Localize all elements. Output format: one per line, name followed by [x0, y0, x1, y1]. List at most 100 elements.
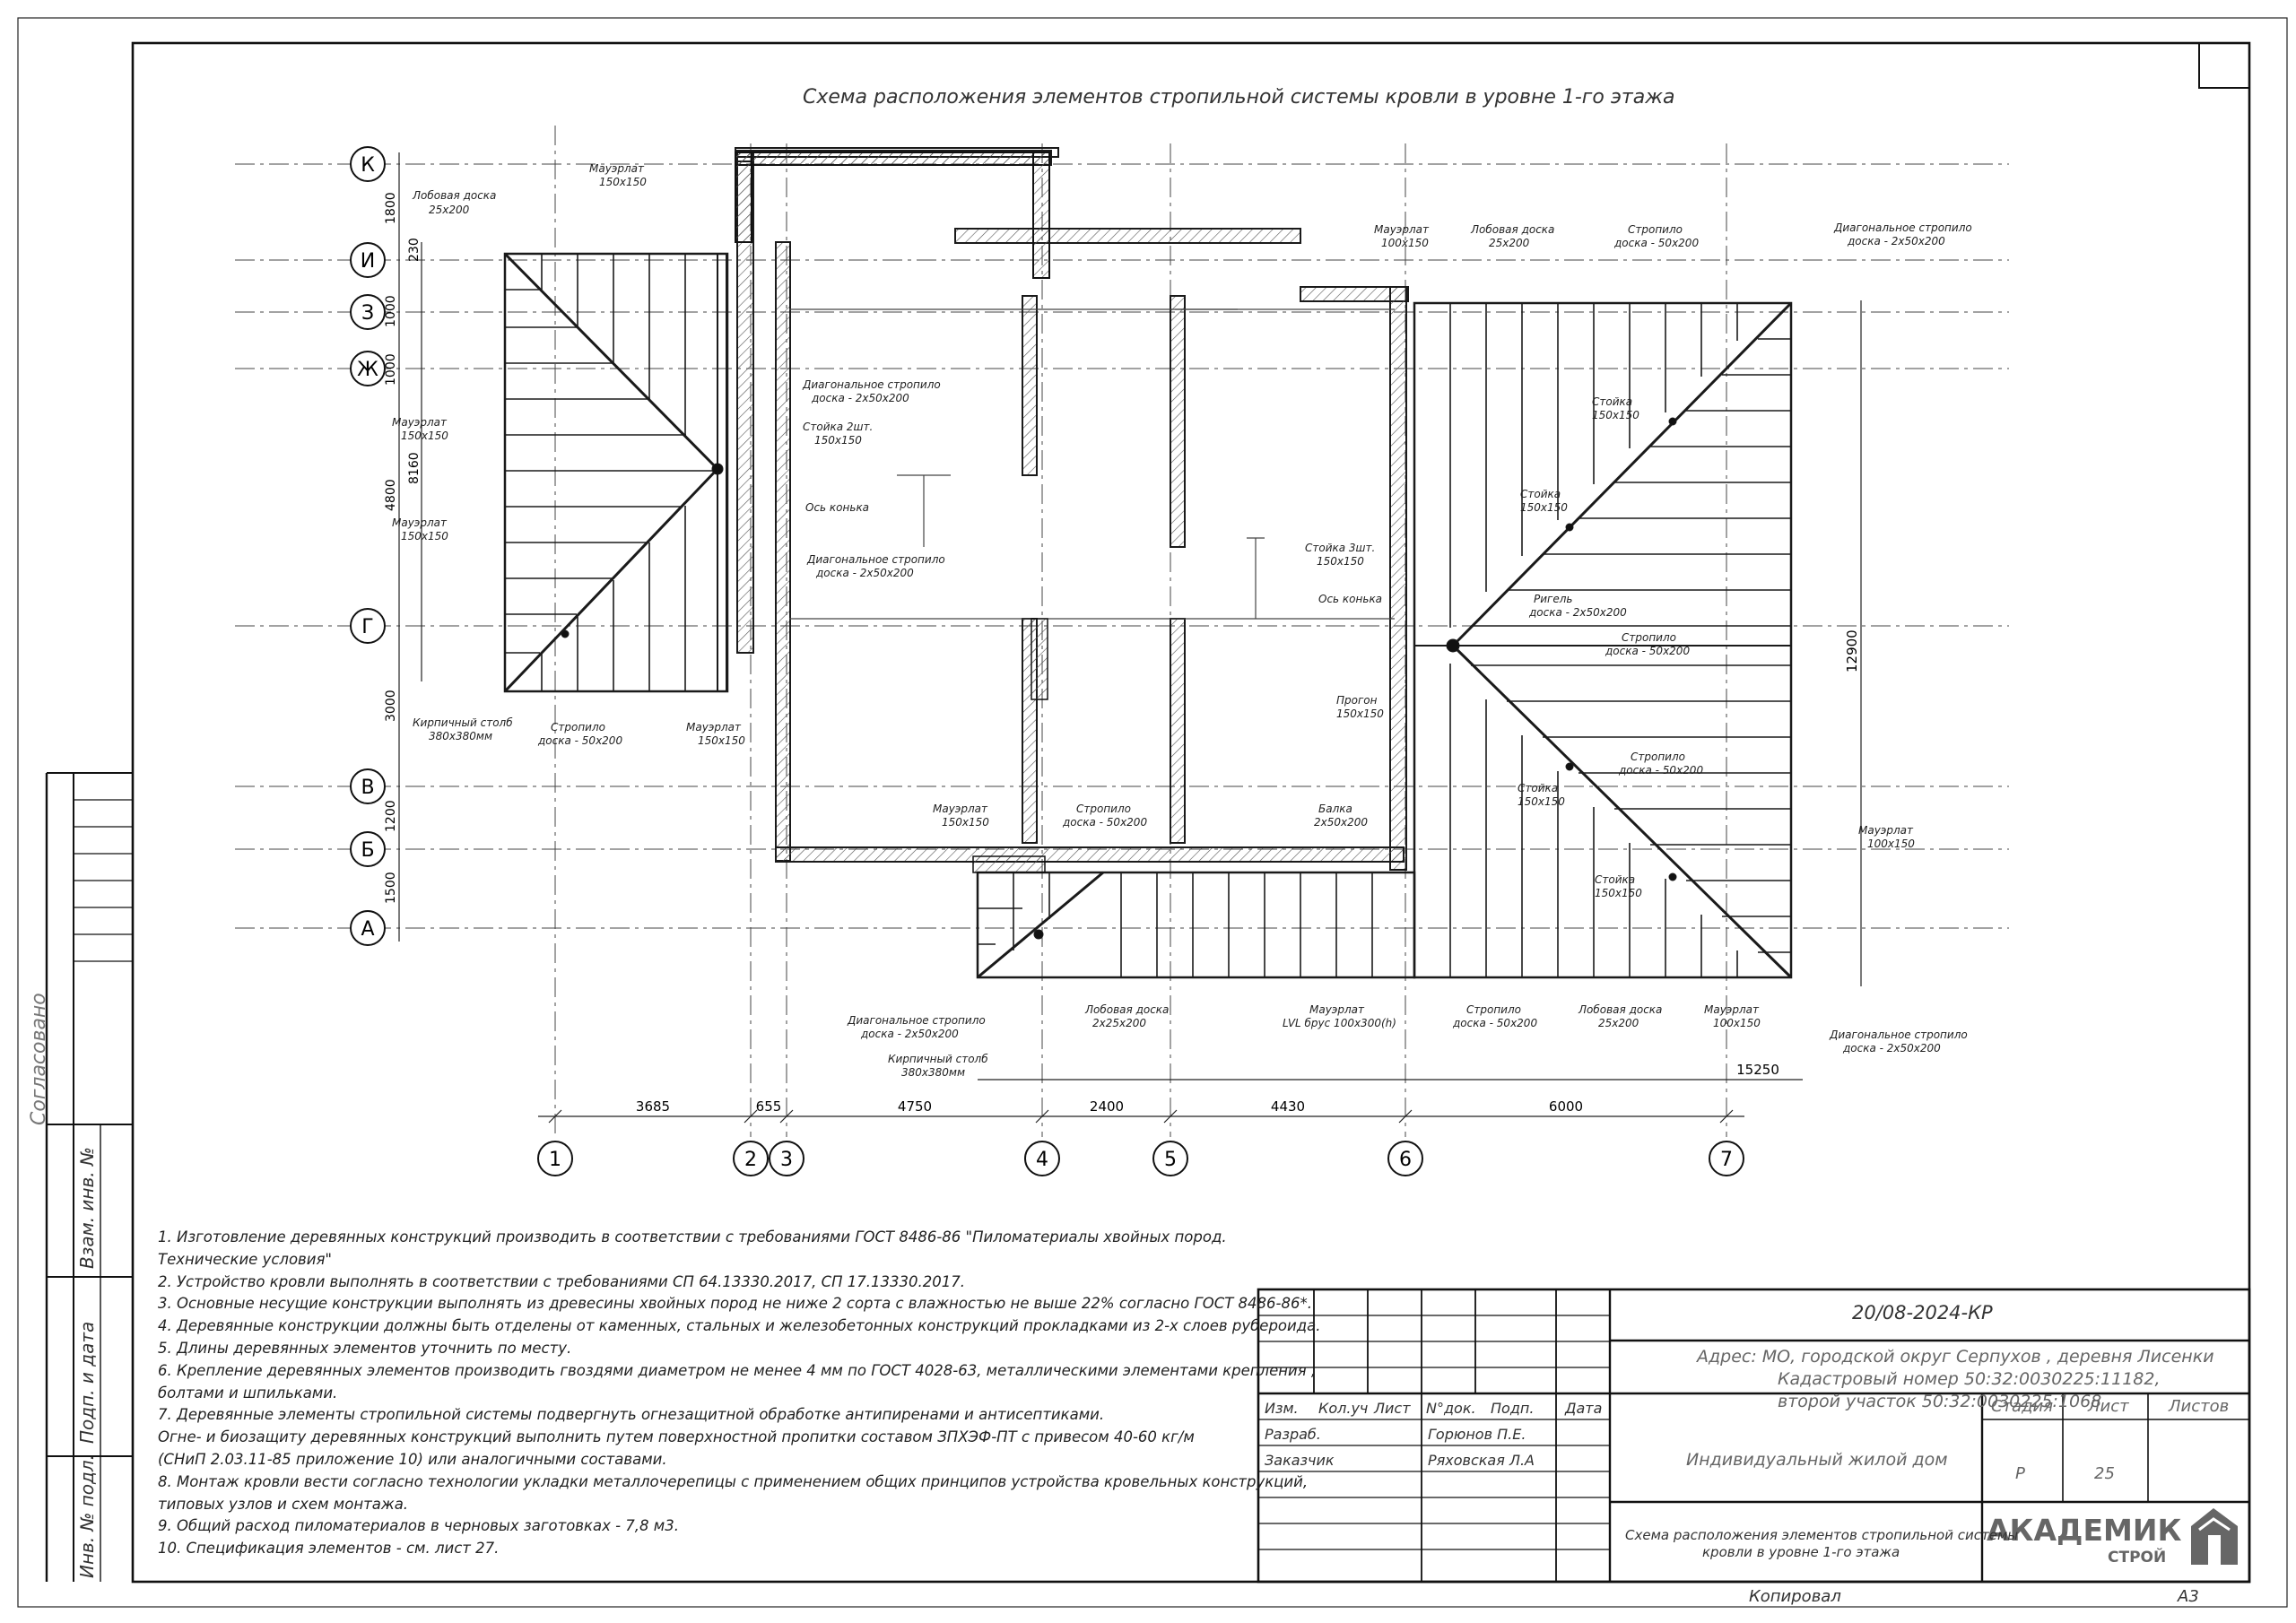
lbl-mauerlat-right-bot: Мауэрлат — [1704, 1003, 1760, 1016]
lbl-stoyka2-size: 150х150 — [814, 434, 862, 447]
lbl-stoyka-r3: Стойка — [1518, 782, 1558, 794]
bottom-wall-left — [972, 855, 1046, 873]
lbl-mauerlat-top-size: 150х150 — [599, 176, 647, 188]
lbl-mauerlat-left3-size: 150х150 — [698, 734, 745, 747]
lbl-stropilo-bottom: Стропило — [1076, 803, 1131, 815]
lbl-progon-size: 150х150 — [1336, 707, 1384, 720]
lbl-stoyka-r2: Стойка — [1520, 488, 1561, 500]
bay-wall-left — [735, 152, 752, 243]
lbl-os-konka-right: Ось конька — [1318, 593, 1382, 605]
lbl-stoyka3-size: 150х150 — [1317, 555, 1364, 568]
axis-bubble-A: А — [350, 910, 386, 946]
axis-bubble-5: 5 — [1152, 1141, 1188, 1176]
axis-bubble-3: 3 — [769, 1141, 804, 1176]
lbl-diag-left2: Диагональное стропило — [806, 553, 945, 566]
lbl-stoyka-r4-size: 150х150 — [1595, 887, 1642, 899]
svg-text:А: А — [361, 918, 374, 941]
lbl-stoyka-r4: Стойка — [1595, 873, 1635, 886]
bottom-dimension-chain — [538, 1109, 1744, 1124]
dim-left-1500: 1500 — [384, 872, 398, 904]
lbl-stropilo-left: Стропило — [551, 721, 605, 733]
lbl-lobovaya-bottom: Лобовая доска — [1084, 1003, 1169, 1016]
svg-text:2: 2 — [744, 1149, 757, 1171]
left-dimension-chain — [398, 152, 422, 942]
lbl-mauerlat-right-top: Мауэрлат — [1374, 223, 1430, 236]
tb-stadia-h: Стадия — [1991, 1397, 2054, 1416]
tb-kopiroval: Копировал — [1749, 1587, 1841, 1606]
lbl-diag-bottom: Диагональное стропило — [847, 1014, 986, 1027]
lbl-lvl: LVL брус 100х300(h) — [1283, 1017, 1396, 1029]
lbl-rigel-size: доска - 2х50х200 — [1528, 606, 1627, 619]
axis-bubble-G: Г — [350, 608, 386, 644]
lbl-stropilo-right-bot-size: доска - 50х200 — [1452, 1017, 1537, 1029]
svg-text:В: В — [361, 777, 374, 799]
central-walls — [735, 147, 1409, 871]
lbl-mauerlat-top: Мауэрлат — [589, 162, 645, 175]
stamp-podp: Подп. и дата — [76, 1322, 98, 1444]
note-line: 10. Спецификация элементов - см. лист 27… — [158, 1540, 500, 1558]
tb-object: Индивидуальный жилой дом — [1686, 1450, 1948, 1470]
note-line: 9. Общий расход пиломатериалов в черновы… — [158, 1517, 679, 1535]
dim-left-4800: 4800 — [384, 479, 398, 511]
axis-bubble-4: 4 — [1024, 1141, 1060, 1176]
annotation-labels: Мауэрлат 150х150 Лобовая доска 25х200 Ди… — [392, 162, 1972, 1079]
lbl-mauerlat-left2-size: 150х150 — [401, 530, 448, 542]
tb-sheet-title-2: кровли в уровне 1-го этажа — [1702, 1544, 1900, 1560]
lbl-lobovaya-right-bot: Лобовая доска — [1578, 1003, 1662, 1016]
lbl-stoyka3: Стойка 3шт. — [1305, 542, 1375, 554]
lbl-diag-left: Диагональное стропило — [802, 378, 941, 391]
lbl-stoyka-r1-size: 150х150 — [1592, 409, 1639, 421]
interior-lines — [789, 308, 1395, 620]
tb-code: 20/08-2024-КР — [1852, 1302, 1993, 1324]
brick-column — [1031, 618, 1048, 700]
tb-hdr-data: Дата — [1565, 1400, 1603, 1417]
lbl-mauerlat-bottom-size: 150х150 — [942, 816, 989, 829]
lbl-lobovaya-right-bot-size: 25х200 — [1598, 1017, 1639, 1029]
tb-razrab: Разраб. — [1265, 1426, 1321, 1443]
lbl-stropilo-right-low: Стропило — [1631, 751, 1685, 763]
lbl-mauerlat-right-size: 100х150 — [1867, 838, 1915, 850]
lbl-stropilo-right-low-size: доска - 50х200 — [1618, 764, 1703, 777]
svg-text:Г: Г — [361, 616, 373, 638]
lbl-diag-right-bot: Диагональное стропило — [1829, 1028, 1968, 1041]
svg-text:4: 4 — [1036, 1149, 1048, 1171]
lbl-rigel: Ригель — [1534, 593, 1572, 605]
note-line: 5. Длины деревянных элементов уточнить п… — [158, 1339, 572, 1357]
lbl-mauerlat-left-size: 150х150 — [401, 430, 448, 442]
tb-hdr-izm: Изм. — [1265, 1400, 1299, 1417]
axis-bubble-6: 6 — [1387, 1141, 1423, 1176]
axis-bubble-2: 2 — [733, 1141, 769, 1176]
axis-bubble-Z: З — [350, 294, 386, 330]
dim-bottom-4: 2400 — [1090, 1098, 1124, 1115]
svg-text:5: 5 — [1164, 1149, 1177, 1171]
tb-hdr-kol: Кол.уч — [1318, 1400, 1369, 1417]
lbl-kirp-left-size: 380х380мм — [429, 730, 492, 742]
stamp-inv: Инв. № подл. — [76, 1454, 98, 1578]
drawing-title: Схема расположения элементов стропильной… — [803, 86, 1675, 108]
lbl-diag-left-size: доска - 2х50х200 — [811, 392, 909, 404]
tb-address2: Кадастровый номер 50:32:0030225:11182, — [1778, 1369, 2161, 1389]
svg-text:К: К — [361, 154, 375, 177]
tb-hdr-list: Лист — [1374, 1400, 1411, 1417]
lbl-stropilo-bottom-size: доска - 50х200 — [1062, 816, 1147, 829]
note-line: типовых узлов и схем монтажа. — [158, 1495, 409, 1513]
stamp-soglasovano: Согласовано — [28, 993, 50, 1125]
dim-bottom-6: 6000 — [1549, 1098, 1583, 1115]
lbl-lobovaya-right-top: Лобовая доска — [1470, 223, 1554, 236]
lbl-lobovaya-bottom-size: 2х25х200 — [1092, 1017, 1146, 1029]
dim-left-230: 230 — [407, 238, 422, 262]
note-line: 1. Изготовление деревянных конструкций п… — [158, 1228, 1227, 1245]
lbl-mauerlat-right-bot-size: 100х150 — [1713, 1017, 1761, 1029]
lbl-stropilo-left-size: доска - 50х200 — [537, 734, 622, 747]
dim-left-1200: 1200 — [384, 800, 398, 832]
note-line: 3. Основные несущие конструкции выполнят… — [158, 1295, 1312, 1313]
stamp-vzam: Взам. инв. № — [76, 1147, 98, 1269]
tb-razrab-name: Горюнов П.Е. — [1428, 1426, 1526, 1443]
dim-left-3000: 3000 — [384, 690, 398, 722]
axis-bubble-V: В — [350, 768, 386, 804]
axis-bubble-K: К — [350, 146, 386, 182]
lbl-kirp-left: Кирпичный столб — [413, 716, 513, 729]
note-line: 2. Устройство кровли выполнять в соответ… — [158, 1272, 965, 1290]
axis-bubble-I: И — [350, 242, 386, 278]
number-axes: 1 2 3 4 5 6 7 — [537, 1141, 1744, 1176]
